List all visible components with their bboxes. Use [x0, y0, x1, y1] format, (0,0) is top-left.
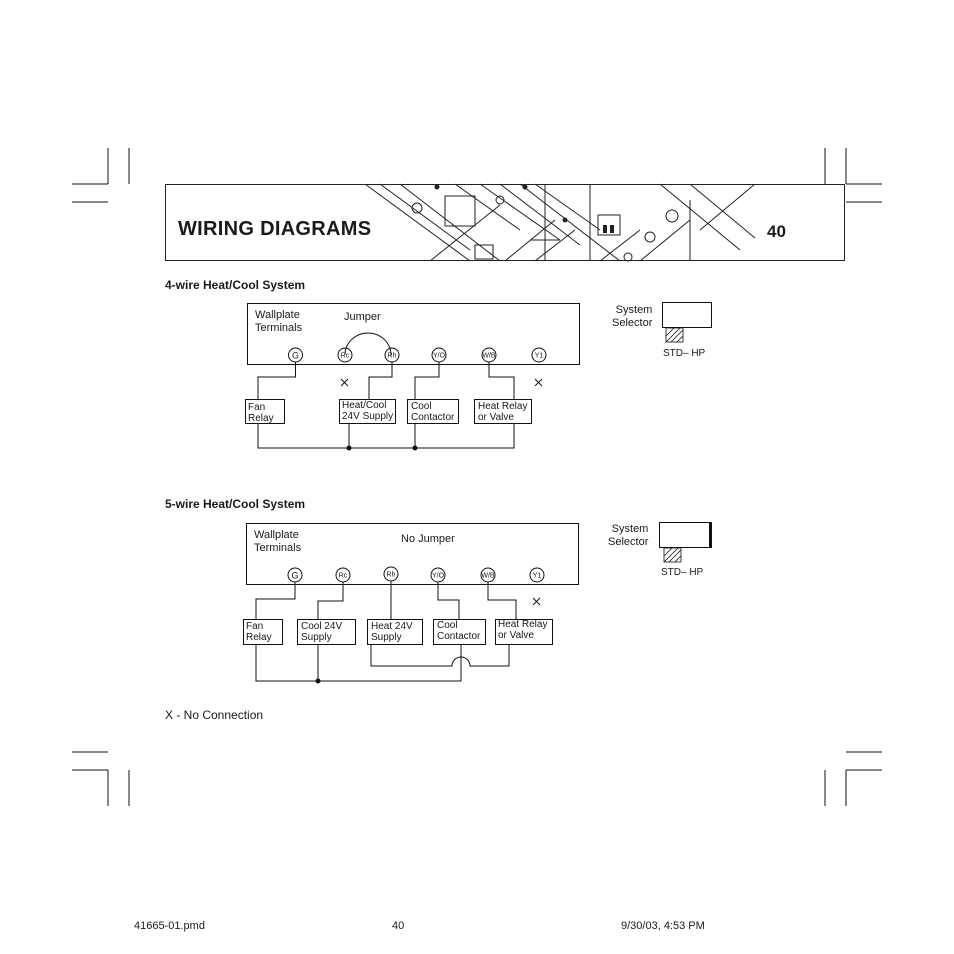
device-label-line2: Relay	[246, 632, 272, 643]
device-label-heat-supply: Heat 24V Supply	[371, 621, 413, 643]
device-label-line2: or Valve	[478, 412, 514, 423]
terminal-label-y-o: Y/O	[433, 353, 446, 360]
device-label-line2: Supply	[371, 632, 402, 643]
page-title: WIRING DIAGRAMS	[178, 218, 372, 240]
system-selector-label: System Selector	[608, 523, 648, 549]
device-label-line1: Fan	[248, 402, 266, 413]
terminal-label-y-o: Y/O	[432, 573, 445, 580]
device-label-line2: or Valve	[498, 630, 534, 641]
system-selector-label-line2: Selector	[608, 536, 649, 548]
terminal-y1	[529, 567, 545, 583]
wallplate-label-line2: Terminals	[254, 542, 302, 554]
terminal-label-rc: Rc	[341, 353, 350, 360]
no-connection-legend: X - No Connection	[165, 708, 264, 722]
device-label-line1: Heat Relay	[498, 619, 548, 630]
terminal-rc	[337, 347, 353, 363]
terminal-label-g: G	[292, 351, 299, 361]
system-selector-box	[662, 302, 712, 328]
jumper-label: Jumper	[344, 311, 381, 323]
section-title-4wire: 4-wire Heat/Cool System	[165, 278, 306, 292]
device-label-line2: Supply	[301, 632, 332, 643]
device-box-heat-relay	[495, 619, 553, 645]
wallplate-label: Wallplate Terminals	[255, 309, 302, 335]
header-banner	[165, 184, 845, 261]
footer-timestamp: 9/30/03, 4:53 PM	[621, 920, 705, 932]
no-jumper-label: No Jumper	[401, 533, 455, 545]
terminal-label-y1: Y1	[535, 353, 544, 360]
device-label-line1: Cool 24V	[301, 621, 343, 632]
system-selector-label-line1: System	[615, 304, 653, 316]
device-box-heat-supply	[367, 619, 423, 645]
footer-page-number: 40	[392, 920, 405, 932]
jumper-wire	[344, 332, 392, 356]
wallplate-label: Wallplate Terminals	[254, 529, 301, 555]
selector-setting-label: STD– HP	[661, 567, 704, 578]
section-title-5wire: 5-wire Heat/Cool System	[165, 497, 306, 511]
selector-setting-label: STD– HP	[663, 348, 706, 359]
device-box-heat-relay	[474, 399, 532, 424]
device-label-line2: Relay	[248, 413, 274, 424]
crossover-wire	[370, 644, 510, 667]
system-selector-box	[659, 522, 711, 548]
device-box-fan-relay	[245, 399, 285, 424]
device-label-fan-relay: Fan Relay	[246, 621, 272, 643]
device-box-cool-contactor	[433, 619, 486, 645]
device-label-cool-supply: Cool 24V Supply	[301, 621, 342, 643]
wallplate-label-line1: Wallplate	[255, 309, 300, 321]
device-label-fan-relay: Fan Relay	[248, 402, 274, 424]
device-label-cool-contactor: Cool Contactor	[411, 401, 454, 423]
system-selector-label-line2: Selector	[612, 317, 653, 329]
terminal-label-w-b: W/B	[482, 353, 496, 360]
wallplate-box	[247, 303, 580, 365]
device-label-line1: Cool	[411, 401, 432, 412]
device-label-heat-relay: Heat Relay or Valve	[478, 401, 527, 423]
terminal-label-rh: Rh	[388, 353, 397, 360]
device-box-heat-cool-supply	[339, 399, 396, 424]
device-label-heat-cool-supply: Heat/Cool 24V Supply	[342, 400, 393, 422]
wallplate-label-line1: Wallplate	[254, 529, 299, 541]
device-label-line1: Fan	[246, 621, 264, 632]
device-box-cool-supply	[297, 619, 356, 645]
terminal-label-w-b: W/B	[481, 573, 495, 580]
header-page-number: 40	[767, 222, 786, 241]
device-box-cool-contactor	[407, 399, 459, 424]
device-box-fan-relay	[243, 619, 283, 645]
wallplate-box	[246, 523, 579, 585]
device-label-line2: Contactor	[437, 631, 481, 642]
device-label-line1: Heat Relay	[478, 401, 528, 412]
system-selector-label-line1: System	[611, 523, 649, 535]
terminal-label-rh: Rh	[387, 572, 396, 579]
terminal-label-y1: Y1	[533, 573, 542, 580]
device-label-line1: Cool	[437, 620, 458, 631]
footer-file-name: 41665-01.pmd	[134, 920, 205, 932]
device-label-line2: Contactor	[411, 412, 455, 423]
terminal-label-g: G	[291, 571, 298, 581]
device-label-line1: Heat 24V	[371, 621, 413, 632]
system-selector-label: System Selector	[612, 304, 652, 330]
terminal-label-rc: Rc	[339, 573, 348, 580]
device-label-line2: 24V Supply	[342, 411, 394, 422]
device-label-heat-relay: Heat Relay or Valve	[498, 619, 547, 641]
device-label-line1: Heat/Cool	[342, 400, 387, 411]
terminal-y1	[531, 347, 547, 363]
wallplate-label-line2: Terminals	[255, 322, 303, 334]
device-label-cool-contactor: Cool Contactor	[437, 620, 480, 642]
